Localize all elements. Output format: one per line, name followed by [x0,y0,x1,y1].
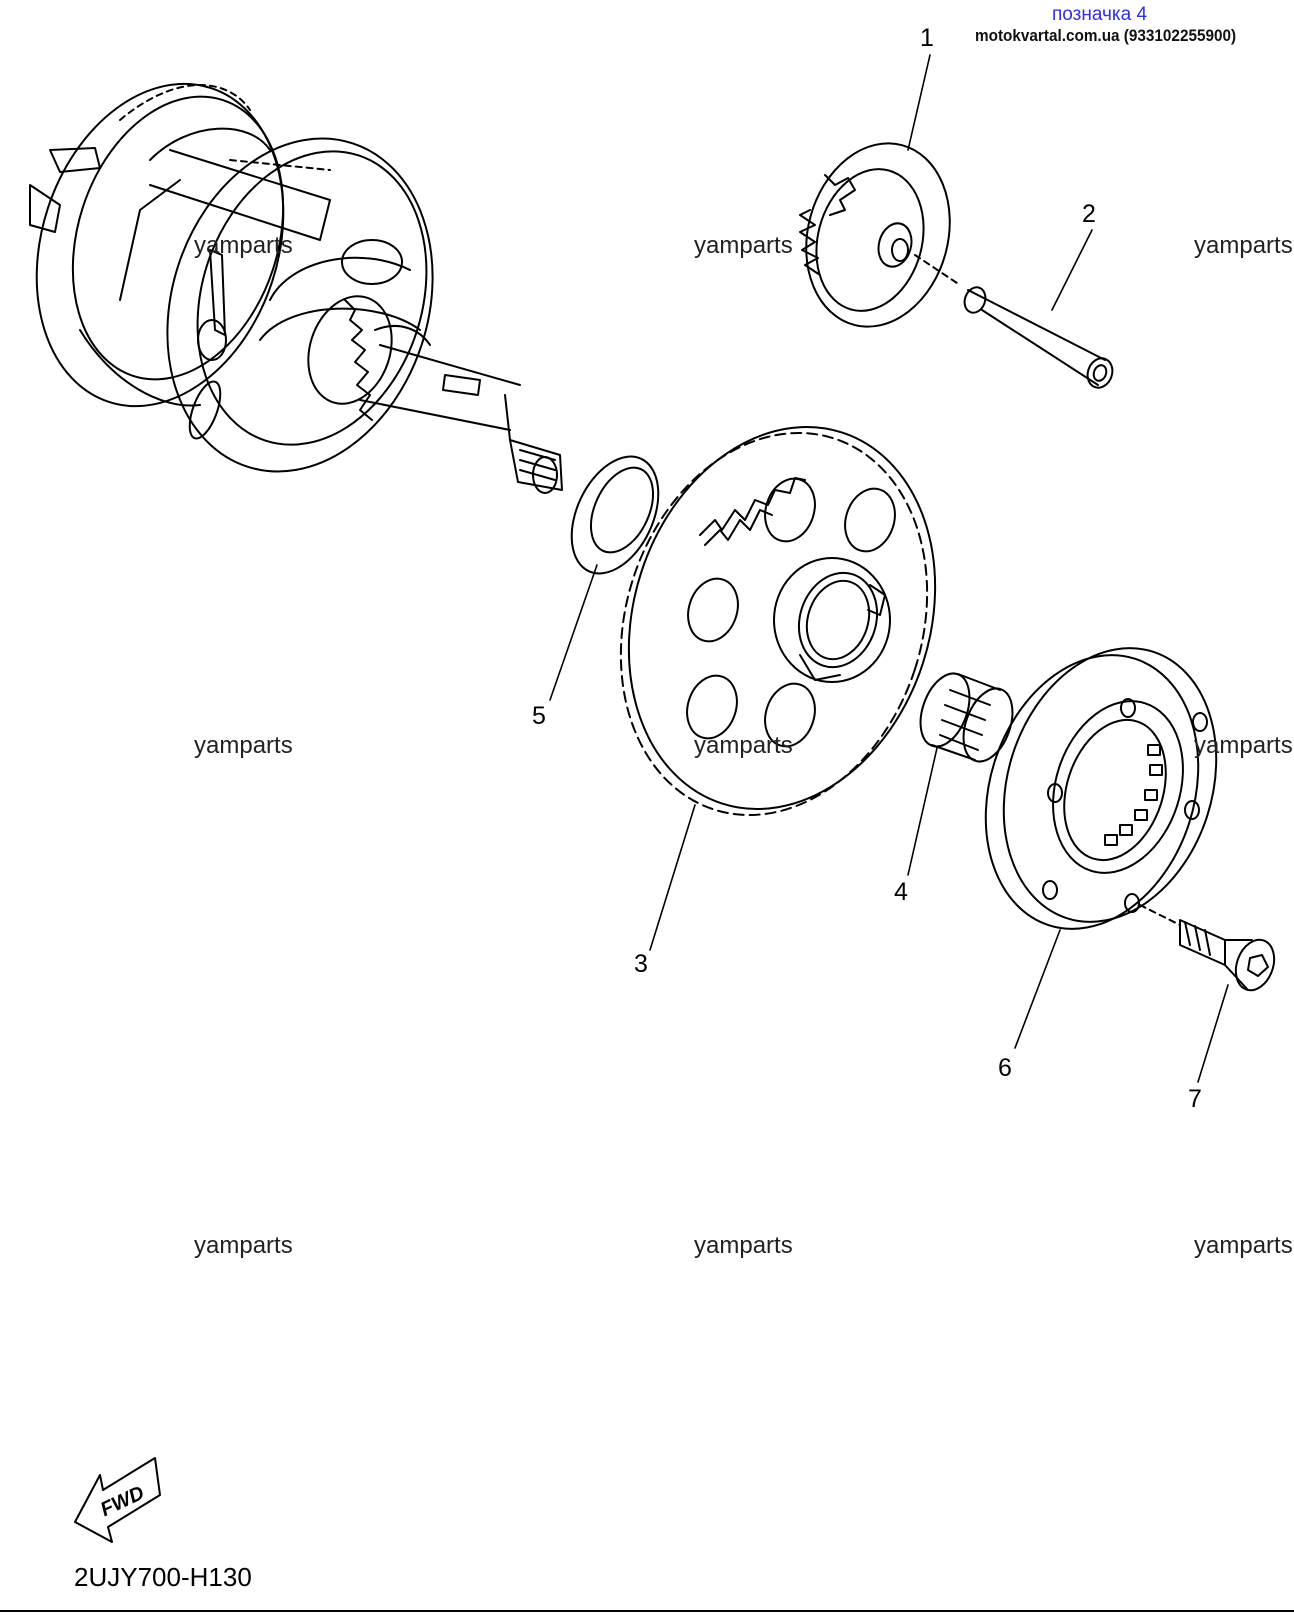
part-1-gear [799,142,961,328]
watermark: yamparts [1194,732,1293,759]
watermark: yamparts [694,232,793,259]
watermark: yamparts [694,1232,793,1259]
part-6-clutch-housing [984,647,1218,930]
part-2-shaft [963,286,1114,389]
watermark: yamparts [1194,1232,1293,1259]
diagram-code: 2UJY700-H130 [74,1562,252,1592]
crankshaft-drawing [29,82,563,494]
callout-1: 1 [920,24,934,52]
bottom-rule [0,1610,1294,1612]
callout-4: 4 [894,878,908,906]
watermark: yamparts [194,1232,293,1259]
part-3-wheel-gear [619,425,937,817]
part-7-bolt [1179,919,1276,992]
watermark: yamparts [694,732,793,759]
callout-2: 2 [1082,200,1096,228]
callout-5: 5 [532,702,546,730]
part-4-bearing [919,672,1014,763]
callout-6: 6 [998,1054,1012,1082]
watermark: yamparts [194,732,293,759]
callout-7: 7 [1188,1085,1202,1113]
watermark: yamparts [1194,232,1293,259]
callout-3: 3 [634,950,648,978]
page-badge: позначка 4 [1052,4,1148,25]
part-5-washer [570,455,660,575]
watermark: yamparts [194,232,293,259]
leader-lines [549,54,1229,1083]
site-credit: motokvartal.com.ua (933102255900) [975,26,1237,45]
fwd-arrow-icon: FWD [74,1457,161,1543]
